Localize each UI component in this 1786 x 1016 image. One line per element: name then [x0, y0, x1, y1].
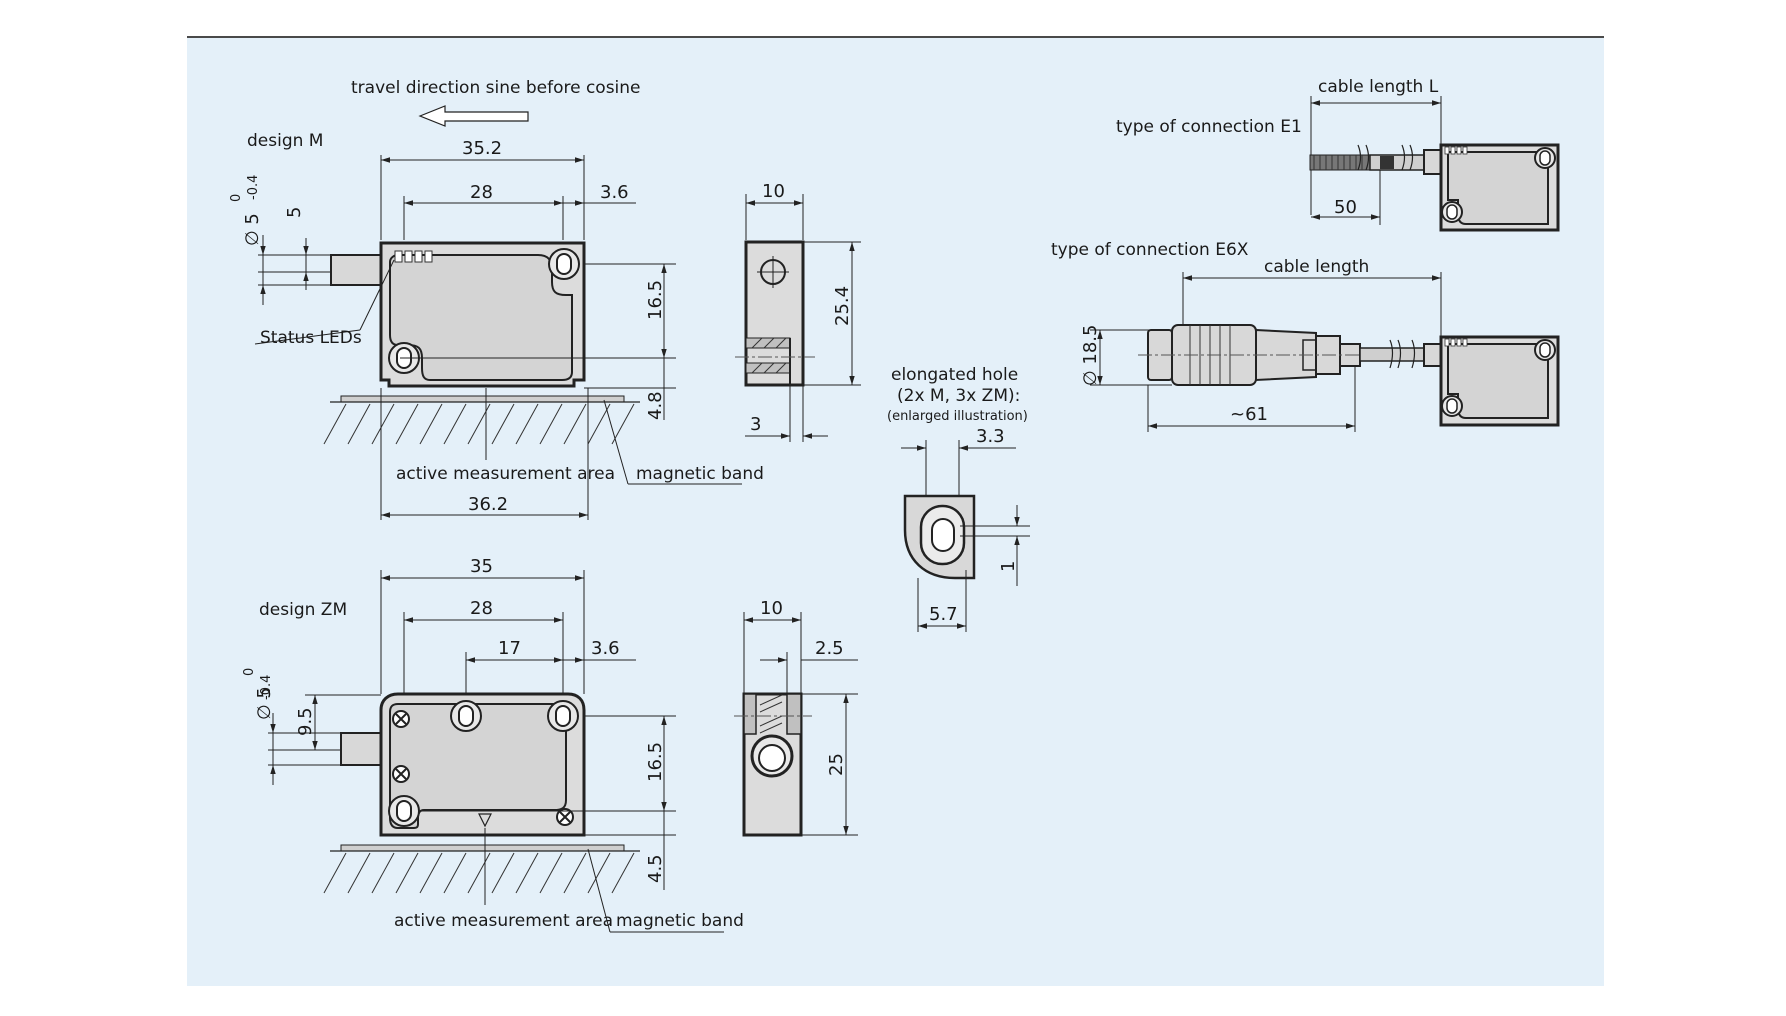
screw-icon [392, 710, 410, 728]
mounting-hole-icon [450, 700, 482, 732]
connection-e6x-diameter: ∅ 18.5 [1080, 325, 1101, 386]
elongated-hole-width: 3.3 [976, 426, 1005, 447]
center-mark-icon [478, 813, 492, 828]
elongated-hole-subtitle: (2x M, 3x ZM): [897, 386, 1020, 406]
design-zm-gap: 4.5 [645, 854, 666, 883]
elongated-hole-length: 5.7 [929, 604, 958, 625]
design-m-front-view: design M 35.2 28 3.6 5 ∅ 5 0 -0.4 [229, 131, 764, 520]
design-m-hole-height: 16.5 [645, 280, 666, 320]
design-zm-cable-offset: 9.5 [295, 707, 316, 736]
design-m-active-area-label: active measurement area [396, 464, 615, 484]
design-m-side-height: 25.4 [832, 286, 853, 326]
design-zm-hole-spacing: 28 [470, 598, 493, 619]
connection-e1-view: type of connection E1 cable length L 50 [1116, 77, 1560, 232]
design-m-cable-diameter: ∅ 5 [242, 213, 263, 246]
design-m-cable-offset: 5 [284, 207, 305, 218]
screw-icon [392, 765, 410, 783]
design-m-gap: 4.8 [645, 391, 666, 420]
design-m-side-width: 10 [762, 181, 785, 202]
connection-e1-cable-length: cable length L [1318, 77, 1439, 97]
design-m-magnetic-band-label: magnetic band [636, 464, 764, 484]
status-leds-icon [394, 250, 433, 263]
design-m-base: 36.2 [468, 494, 508, 515]
design-zm-front-view: design ZM 35 28 17 3.6 9.5 ∅ 5 0 -0.4 [242, 556, 744, 933]
design-zm-hole-height: 16.5 [645, 742, 666, 782]
design-zm-mid: 17 [498, 638, 521, 659]
elongated-hole-slot: 1 [998, 561, 1019, 572]
design-zm-side-view: 10 2.5 25 [734, 598, 858, 837]
design-zm-tol-lower: -0.4 [259, 675, 274, 700]
design-m-side-view: 10 25.4 3 [735, 181, 861, 442]
status-leds-label: Status LEDs [260, 328, 362, 348]
design-zm-cable-diameter: ∅ 5 [254, 687, 275, 720]
design-zm-active-area-label: active measurement area [394, 911, 613, 931]
connection-e6x-length: ~61 [1230, 404, 1268, 425]
design-m-title: design M [247, 131, 323, 151]
design-zm-title: design ZM [259, 600, 347, 620]
connection-e6x-cable-length: cable length [1264, 257, 1369, 277]
mounting-hole-icon [547, 700, 579, 732]
design-m-tol-lower: -0.4 [246, 175, 261, 200]
connection-e1-stripped: 50 [1334, 197, 1357, 218]
elongated-hole-note: (enlarged illustration) [887, 409, 1028, 424]
design-m-width: 35.2 [462, 138, 502, 159]
mounting-hole-icon [388, 795, 420, 827]
connection-e6x-title: type of connection E6X [1051, 240, 1249, 260]
design-m-hole-spacing: 28 [470, 182, 493, 203]
design-zm-side-width: 10 [760, 598, 783, 619]
design-zm-side-offset: 2.5 [815, 638, 844, 659]
design-zm-side-height: 25 [826, 753, 847, 776]
design-zm-magnetic-band-label: magnetic band [616, 911, 744, 931]
travel-direction-label: travel direction sine before cosine [351, 78, 641, 98]
design-m-tol-upper: 0 [229, 194, 244, 202]
elongated-hole-detail: elongated hole (2x M, 3x ZM): (enlarged … [887, 365, 1030, 632]
travel-arrow-icon [418, 105, 529, 127]
design-m-hole-offset: 3.6 [600, 182, 629, 203]
elongated-hole-title: elongated hole [891, 365, 1018, 385]
mounting-hole-icon [548, 248, 580, 280]
design-zm-width: 35 [470, 556, 493, 577]
screw-icon [556, 808, 574, 826]
connection-e1-title: type of connection E1 [1116, 117, 1302, 137]
design-zm-tol-upper: 0 [242, 668, 257, 676]
design-zm-hole-offset: 3.6 [591, 638, 620, 659]
design-m-side-offset: 3 [750, 414, 761, 435]
connection-e6x-view: type of connection E6X cable length ∅ 18… [1051, 240, 1560, 432]
